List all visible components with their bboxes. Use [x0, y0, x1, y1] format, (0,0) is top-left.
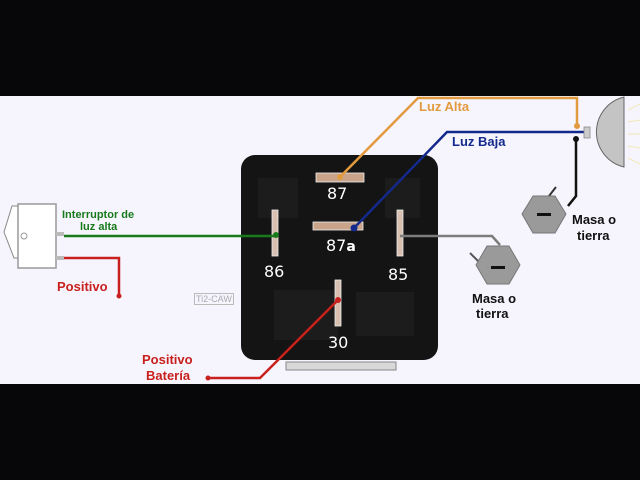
wire-87a-to-low-beam	[353, 130, 585, 229]
relay-icon	[241, 155, 438, 371]
ground-label-lamp: Masa o	[572, 212, 617, 227]
wire-positive	[64, 256, 121, 296]
wire-battery-to-30	[208, 299, 339, 380]
pin-86-label: 86	[264, 262, 285, 281]
low-beam-label: Luz Baja	[452, 134, 506, 149]
ground-label-85: Masa o	[472, 291, 517, 306]
ground-label-85-line2: tierra	[476, 306, 509, 321]
ground-nut-icon-85	[469, 245, 521, 285]
ground-label-lamp-line2: tierra	[577, 228, 610, 243]
rocker-switch-icon	[3, 203, 64, 269]
positive-label: Positivo	[57, 279, 108, 294]
headlamp-icon	[583, 96, 640, 168]
high-beam-label: Luz Alta	[419, 99, 470, 114]
pin-87-label: 87	[327, 184, 348, 203]
ground-nut-icon-lamp	[521, 186, 567, 234]
battery-positive-label: Positivo	[142, 352, 193, 367]
switch-label: Interruptor de	[62, 209, 135, 221]
watermark-left: Ti2-CAW	[194, 293, 234, 305]
pin-87a-label: 87a	[326, 236, 356, 255]
wire-85-to-ground	[400, 234, 501, 246]
pin-85-label: 85	[388, 265, 409, 284]
switch-label-line2: luz alta	[80, 221, 118, 233]
wire-lamp-to-ground	[567, 138, 578, 207]
relay-watermark: Ti2-CAW	[358, 302, 399, 313]
battery-positive-label-line2: Batería	[146, 368, 191, 383]
wire-87-to-high-beam	[339, 96, 579, 178]
pin-30-label: 30	[328, 333, 349, 352]
